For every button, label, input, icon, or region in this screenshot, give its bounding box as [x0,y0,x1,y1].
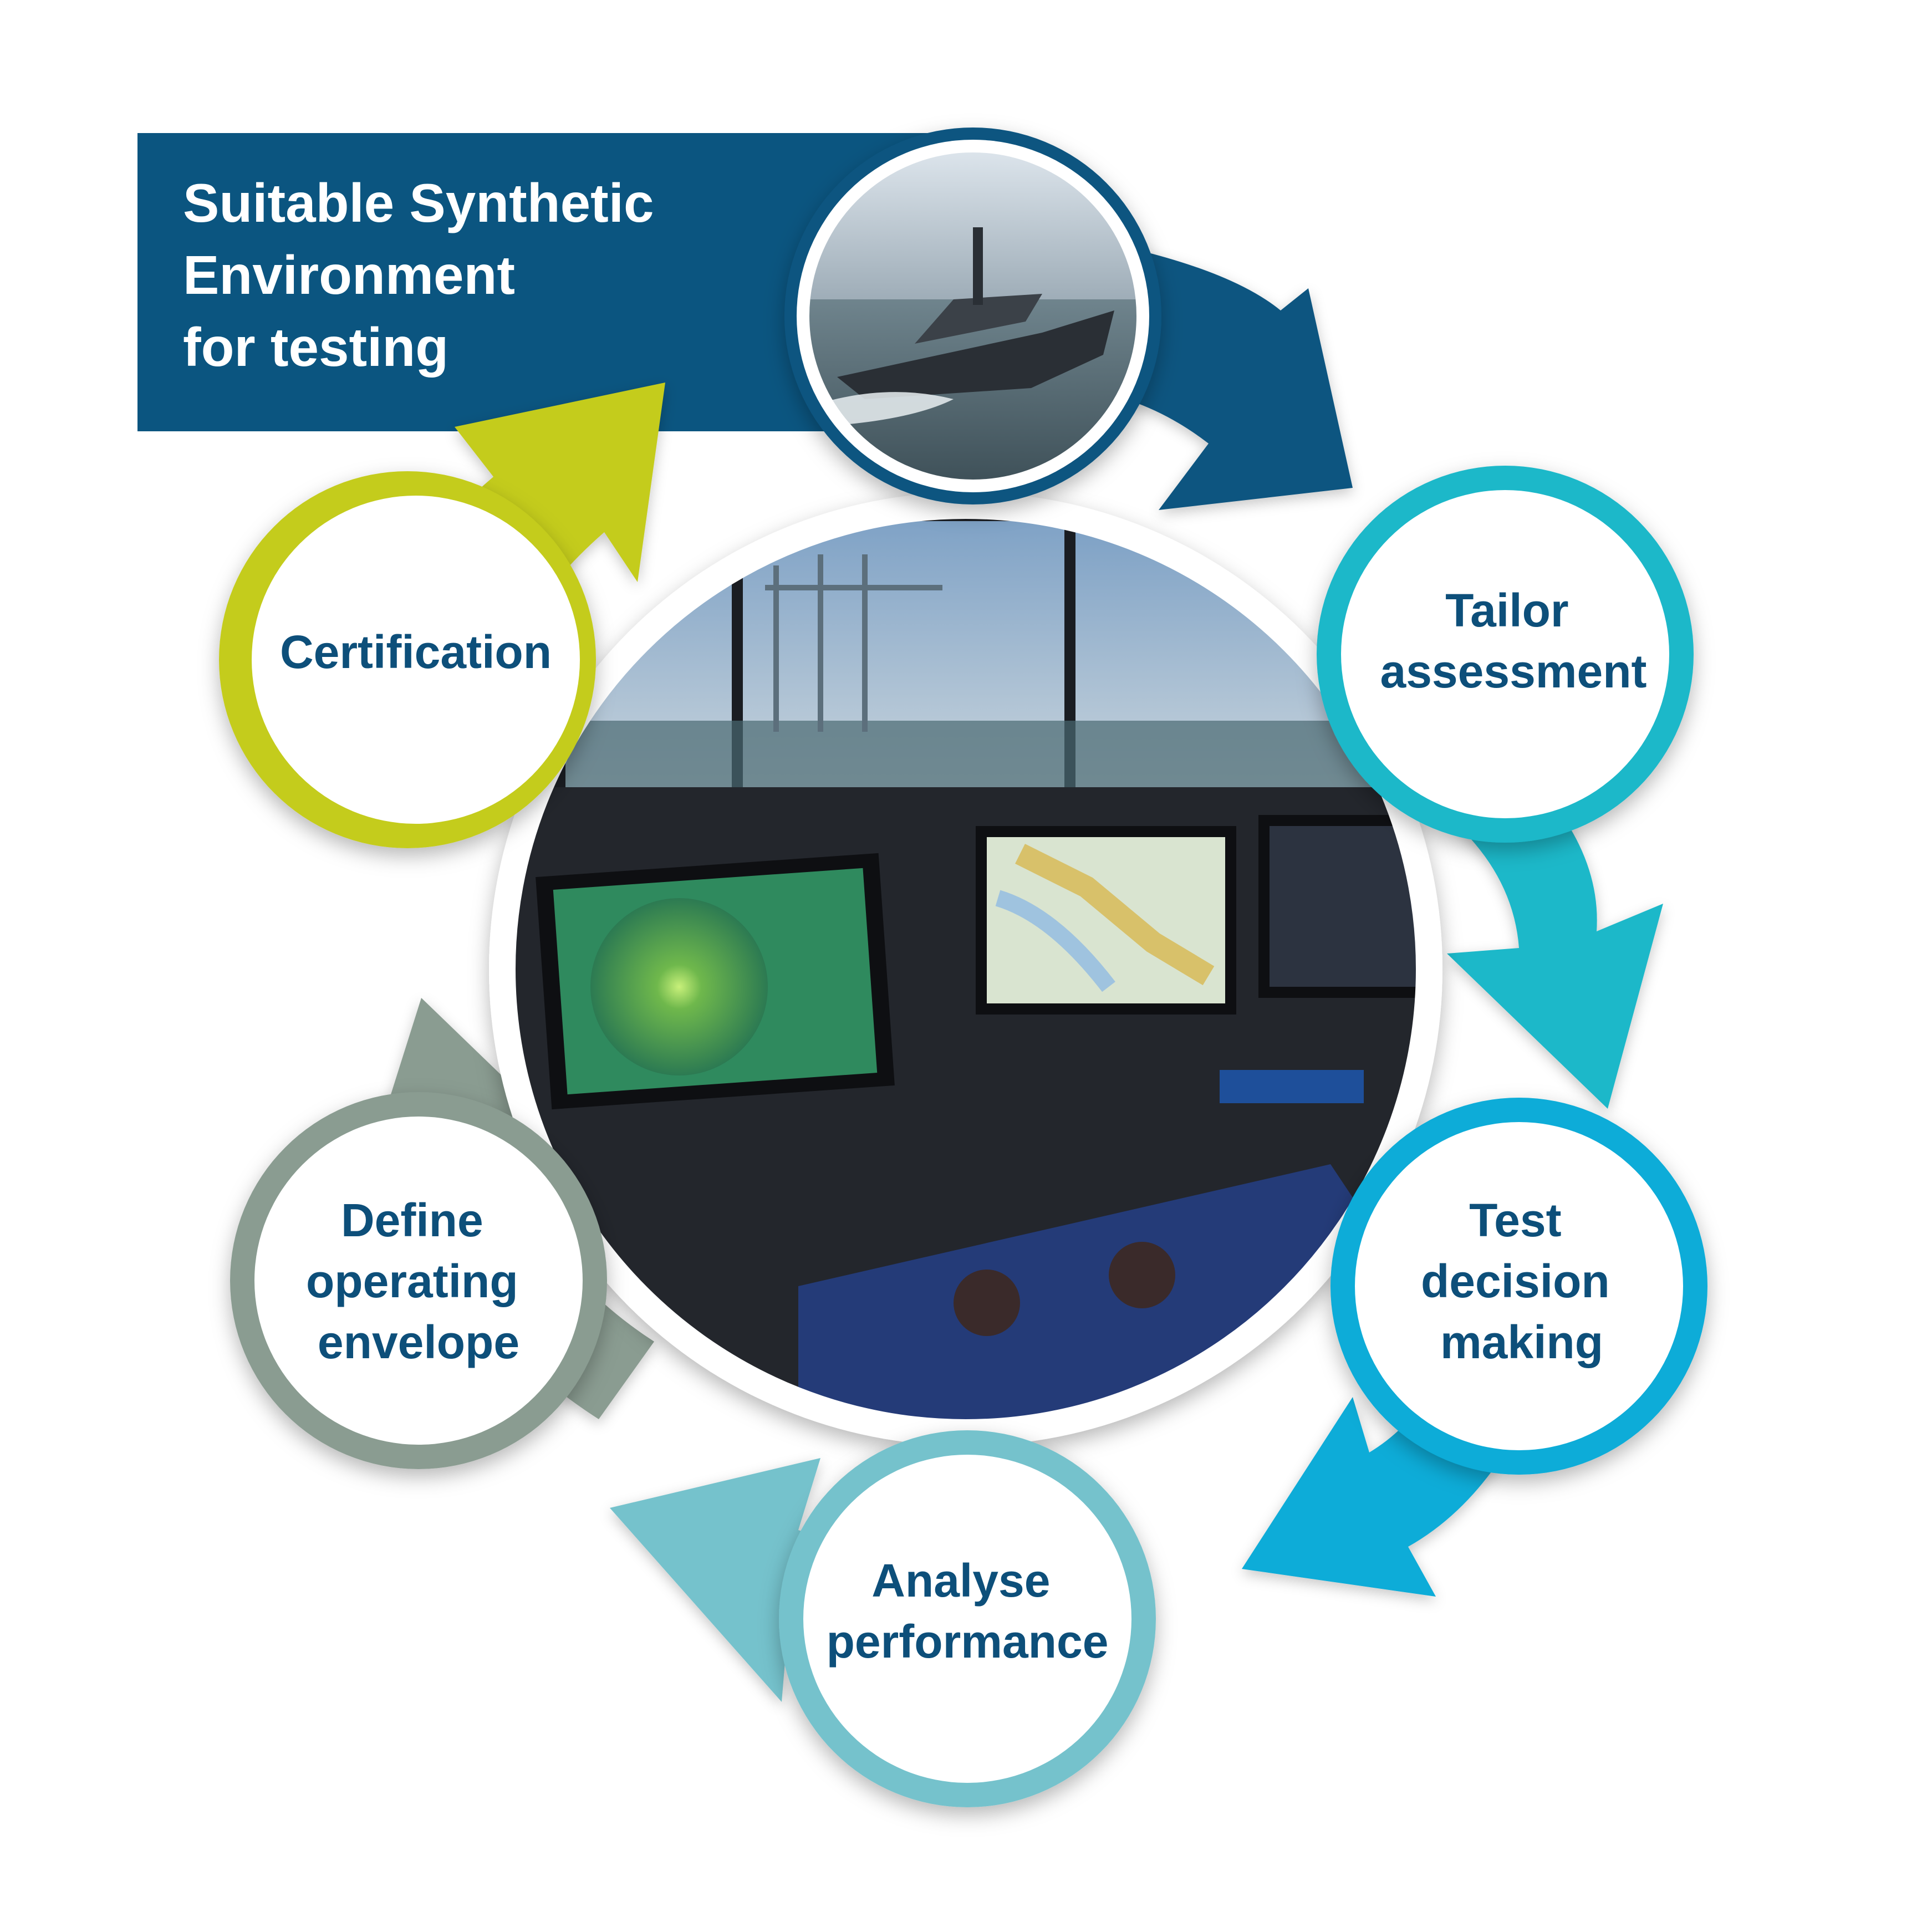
banner-line-1: Suitable Synthetic [183,172,654,233]
step-test-decision-making: Test decision making [1331,1098,1707,1475]
radar-display [590,898,768,1075]
step-tailor-assessment: Tailor assessment [1317,466,1694,843]
step-label-certification: Certification [280,626,552,678]
boat-hull [837,310,1114,399]
define-line-1: Define [341,1194,483,1246]
center-photo [489,492,1442,1446]
arrow-tailor-to-test [1447,771,1663,1109]
banner-line-3: for testing [183,317,448,378]
top-photo [784,128,1161,504]
step-label-define: Define operating envelope [306,1194,531,1368]
analyse-line-2: performance [827,1615,1109,1668]
test-line-2: decision [1421,1255,1610,1307]
certification-line-1: Certification [280,626,552,678]
tailor-line-1: Tailor [1445,584,1568,636]
define-line-2: operating [306,1255,518,1307]
step-analyse-performance: Analyse performance [779,1430,1156,1807]
step-define-operating-envelope: Define operating envelope [230,1092,607,1469]
step-label-tailor: Tailor assessment [1380,584,1647,697]
banner-title: Suitable Synthetic Environment for testi… [183,172,669,378]
test-line-3: making [1440,1316,1603,1368]
tailor-line-2: assessment [1380,645,1647,697]
banner-line-2: Environment [183,244,515,305]
step-certification: Certification [219,471,596,848]
step-label-analyse: Analyse performance [827,1554,1109,1668]
test-line-1: Test [1469,1194,1561,1246]
analyse-line-1: Analyse [871,1554,1050,1607]
step-label-test: Test decision making [1421,1194,1623,1368]
define-line-3: envelope [318,1316,519,1368]
